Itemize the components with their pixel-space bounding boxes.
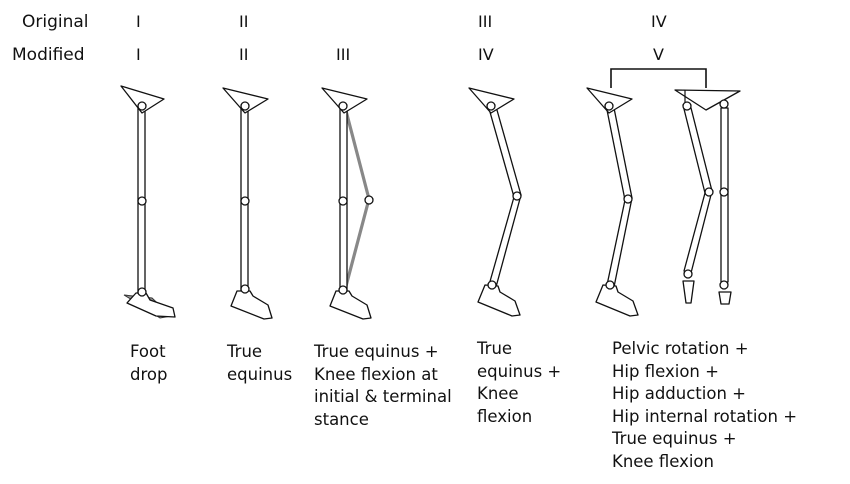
original-row-label: Original <box>22 12 89 32</box>
caption-equinus-knee-flexion: True equinus + Knee flexion <box>477 339 562 426</box>
shank-segment <box>137 200 146 295</box>
left-hip-joint <box>682 101 692 111</box>
pelvis-triangle <box>120 85 165 114</box>
figure-type-v-side <box>586 87 639 317</box>
foot-segment <box>595 284 639 317</box>
left-shank-segment <box>683 190 713 274</box>
original-type-3: III <box>478 12 493 31</box>
modified-row-label: Modified <box>12 45 85 65</box>
left-thigh-segment <box>682 103 713 194</box>
knee-joint <box>240 196 250 206</box>
caption-foot-drop: Foot drop <box>130 342 168 384</box>
thigh-segment <box>339 107 348 202</box>
hip-joint <box>240 101 250 111</box>
figure-foot-drop <box>120 85 176 319</box>
type-v-bracket <box>610 68 707 88</box>
right-knee-joint <box>719 187 729 197</box>
original-type-1: I <box>136 12 141 31</box>
thigh-segment <box>137 107 146 202</box>
foot-segment <box>329 290 372 320</box>
flexed-thigh-shadow <box>343 105 371 201</box>
thigh-segment <box>487 102 522 198</box>
pelvis-triangle <box>222 87 269 114</box>
modified-type-5: V <box>653 45 664 64</box>
flexed-knee-joint <box>364 195 374 205</box>
figure-equinus-knee-flexion <box>468 87 522 317</box>
modified-type-3: III <box>336 45 351 64</box>
thigh-segment <box>605 102 633 201</box>
shank-segment <box>488 194 522 288</box>
ankle-joint <box>240 284 250 294</box>
pelvis-triangle <box>321 87 368 114</box>
ankle-joint <box>605 280 615 290</box>
foot-segment <box>126 292 176 318</box>
figure-true-equinus <box>222 87 273 320</box>
foot-segment <box>230 290 273 320</box>
figure-equinus-knee-flexion-stance <box>321 87 374 320</box>
original-type-4: IV <box>651 12 667 31</box>
ankle-joint <box>338 285 348 295</box>
ankle-joint <box>137 287 147 297</box>
right-shank-segment <box>720 191 729 283</box>
figure-type-v-front <box>674 89 741 305</box>
right-ankle-joint <box>719 280 729 290</box>
pelvis-triangle <box>586 87 633 114</box>
original-type-2: II <box>239 12 249 31</box>
knee-joint <box>623 194 633 204</box>
hip-joint <box>486 101 496 111</box>
caption-type-v: Pelvic rotation + Hip flexion + Hip addu… <box>612 339 798 471</box>
hip-joint <box>137 101 147 111</box>
thigh-segment <box>240 107 249 202</box>
left-ankle-joint <box>683 269 693 279</box>
ankle-joint <box>487 280 497 290</box>
modified-type-1: I <box>136 45 141 64</box>
hip-joint <box>338 101 348 111</box>
modified-type-2: II <box>239 45 249 64</box>
flexed-shank-shadow <box>343 197 371 292</box>
shank-segment <box>606 197 633 288</box>
caption-true-equinus: True equinus <box>227 342 293 384</box>
pelvis-triangle <box>468 87 515 114</box>
shank-segment <box>339 200 348 292</box>
left-knee-joint <box>704 187 714 197</box>
foot-segment <box>477 284 521 317</box>
modified-type-4: IV <box>478 45 494 64</box>
right-hip-joint <box>719 99 729 109</box>
right-foot-segment <box>718 291 732 305</box>
knee-joint <box>338 196 348 206</box>
knee-joint <box>137 196 147 206</box>
knee-joint <box>512 191 522 201</box>
right-thigh-segment <box>720 107 729 193</box>
left-foot-segment <box>682 280 695 304</box>
caption-equinus-knee-flexion-stance: True equinus + Knee flexion at initial &… <box>314 342 452 429</box>
shank-segment <box>240 200 249 292</box>
hip-joint <box>604 101 614 111</box>
